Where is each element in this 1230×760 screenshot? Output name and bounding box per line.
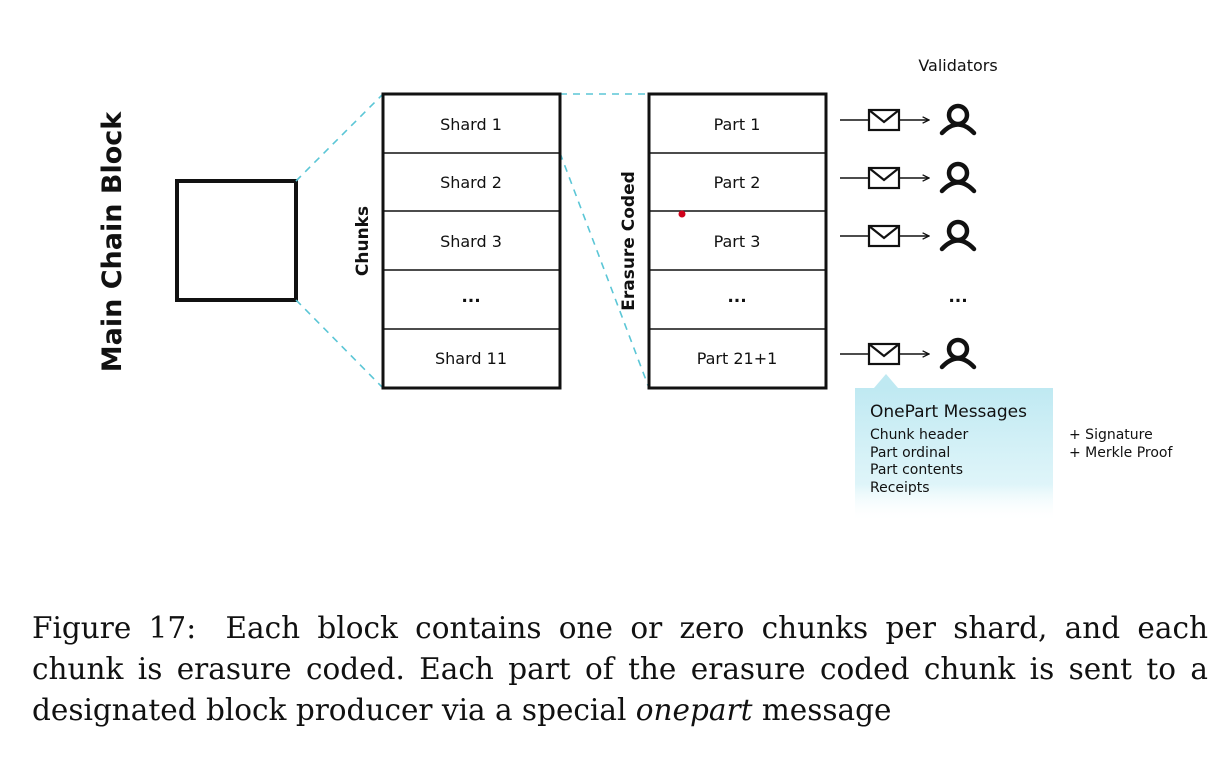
part-cell: ... — [727, 287, 746, 307]
validator-person-icon — [939, 161, 977, 194]
parts-table: Part 1 Part 2 Part 3 ... Part 21+1 — [647, 92, 828, 390]
shard-table: Shard 1 Shard 2 Shard 3 ... Shard 11 — [381, 92, 562, 390]
erasure-coded-label: Erasure Coded — [619, 171, 639, 311]
caption-text-end: message — [752, 693, 892, 727]
message-row — [840, 337, 977, 370]
onepart-field: Part contents — [870, 462, 963, 478]
message-row — [840, 161, 977, 194]
chunks-label: Chunks — [353, 206, 373, 276]
shard-cell: ... — [461, 287, 480, 307]
connector-shard-bottom — [559, 152, 650, 389]
part-cell: Part 21+1 — [697, 349, 778, 368]
validator-ellipsis: ... — [948, 287, 967, 307]
zoom-connectors — [295, 93, 650, 389]
onepart-extra: + Signature — [1069, 427, 1153, 443]
callout-pointer — [874, 374, 898, 388]
main-chain-block-label: Main Chain Block — [97, 111, 128, 372]
caption-emphasis: onepart — [635, 693, 753, 727]
caption-text: Each block contains one or zero chunks p… — [32, 611, 1208, 727]
message-rows — [840, 103, 977, 370]
shard-cell: Shard 2 — [440, 173, 502, 192]
part-cell: Part 1 — [714, 115, 761, 134]
callout-box — [855, 388, 1053, 522]
validator-person-icon — [939, 219, 977, 252]
validator-person-icon — [939, 337, 977, 370]
part-cell: Part 2 — [714, 173, 761, 192]
red-marker-dot — [678, 210, 686, 218]
main-chain-block — [175, 179, 298, 302]
shard-cell: Shard 1 — [440, 115, 502, 134]
onepart-field: Chunk header — [870, 427, 969, 443]
onepart-extra: + Merkle Proof — [1069, 445, 1173, 461]
onepart-field: Receipts — [870, 480, 930, 496]
onepart-field: Part ordinal — [870, 445, 950, 461]
caption-label: Figure 17: — [32, 611, 197, 645]
connector-block-top — [295, 93, 384, 182]
parts-table-frame — [647, 92, 828, 390]
onepart-callout: OnePart Messages Chunk header Part ordin… — [855, 374, 1173, 522]
validator-person-icon — [939, 103, 977, 136]
validators-label: Validators — [918, 56, 997, 75]
envelope-icon — [867, 224, 901, 248]
envelope-icon — [867, 166, 901, 190]
message-row — [840, 103, 977, 136]
figure-caption: Figure 17: Each block contains one or ze… — [32, 608, 1208, 731]
shard-table-frame — [381, 92, 562, 390]
erasure-coding-diagram: Main Chain Block Chunks Shard 1 Shard 2 … — [97, 56, 1173, 522]
shard-cell: Shard 11 — [435, 349, 507, 368]
envelope-icon — [867, 342, 901, 366]
shard-cell: Shard 3 — [440, 232, 502, 251]
envelope-icon — [867, 108, 901, 132]
part-cell: Part 3 — [714, 232, 761, 251]
onepart-title: OnePart Messages — [870, 402, 1027, 422]
connector-block-bottom — [295, 299, 384, 389]
message-row — [840, 219, 977, 252]
